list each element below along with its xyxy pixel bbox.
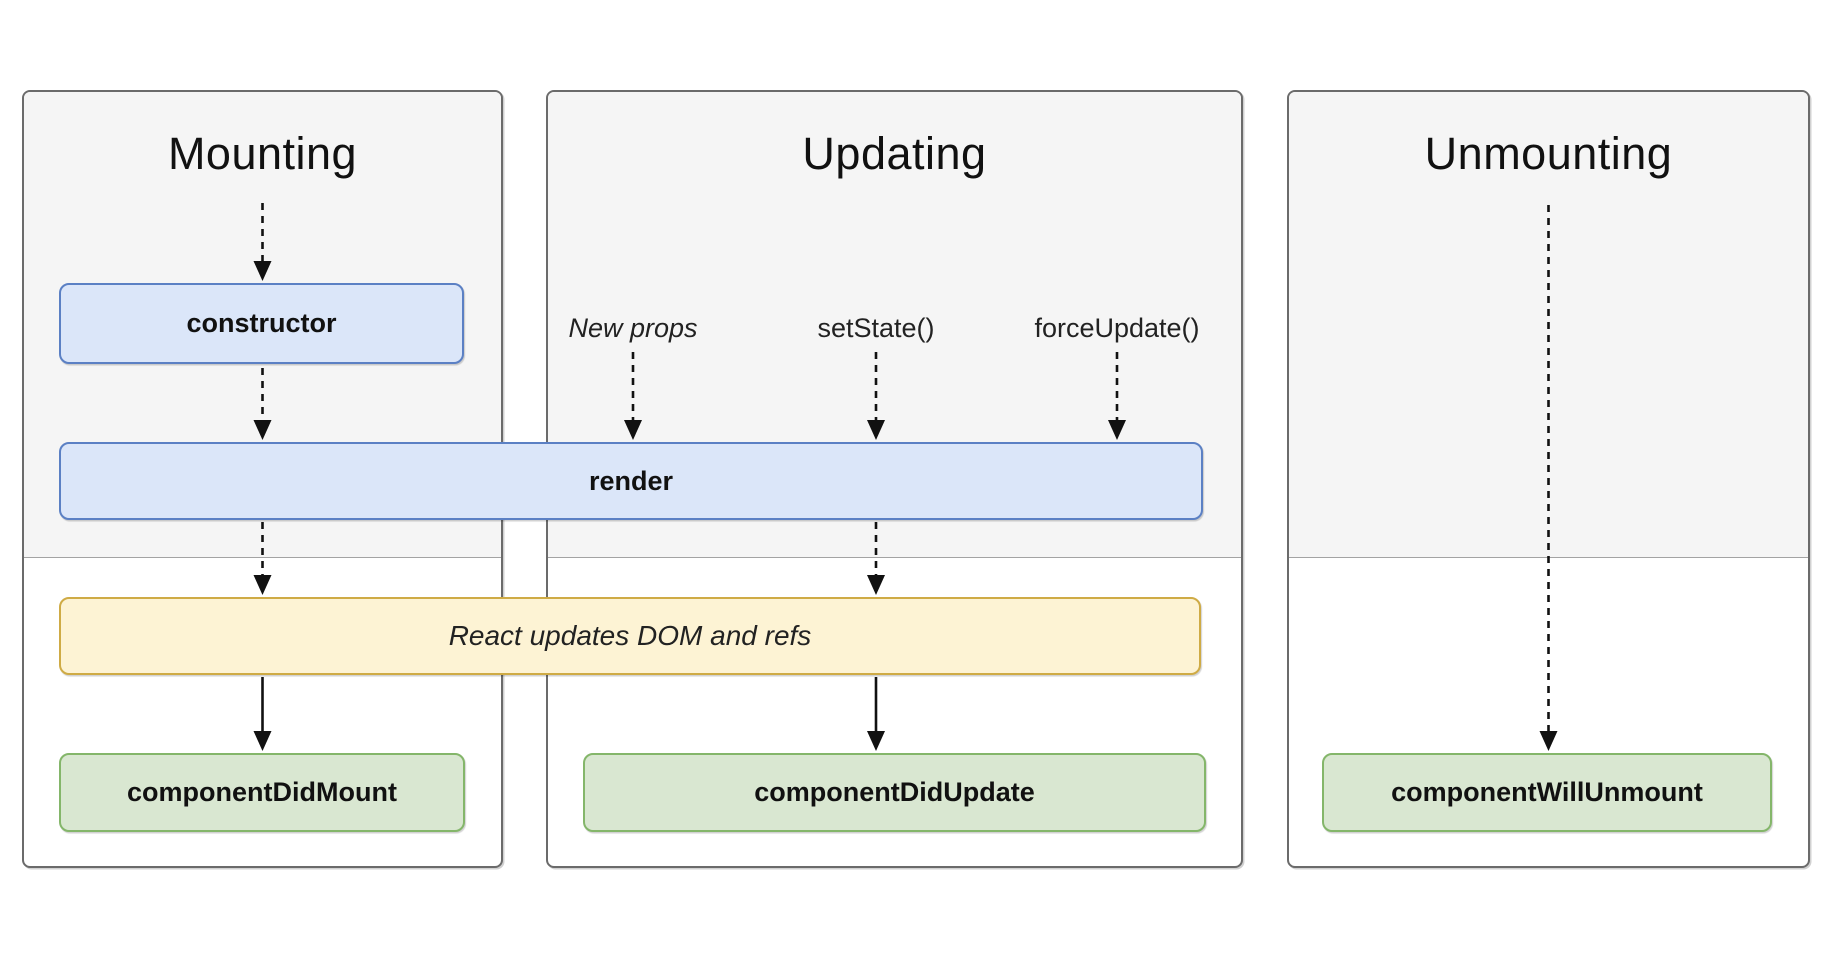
box-component-did-update[interactable]: componentDidUpdate bbox=[583, 753, 1206, 832]
panel-title-mounting: Mounting bbox=[167, 128, 358, 179]
trigger-label-setstate: setState() bbox=[817, 313, 935, 343]
box-react-updates-dom: React updates DOM and refs bbox=[59, 597, 1201, 675]
trigger-label-forceupdate: forceUpdate() bbox=[1034, 313, 1200, 343]
box-render[interactable]: render bbox=[59, 442, 1203, 520]
panel-unmounting: Unmounting bbox=[1287, 90, 1810, 868]
panel-title-unmounting: Unmounting bbox=[1424, 128, 1673, 179]
box-constructor[interactable]: constructor bbox=[59, 283, 464, 364]
box-component-did-mount[interactable]: componentDidMount bbox=[59, 753, 465, 832]
panel-title-updating: Updating bbox=[802, 128, 987, 179]
box-component-will-unmount[interactable]: componentWillUnmount bbox=[1322, 753, 1772, 832]
trigger-label-new-props: New props bbox=[568, 313, 698, 343]
